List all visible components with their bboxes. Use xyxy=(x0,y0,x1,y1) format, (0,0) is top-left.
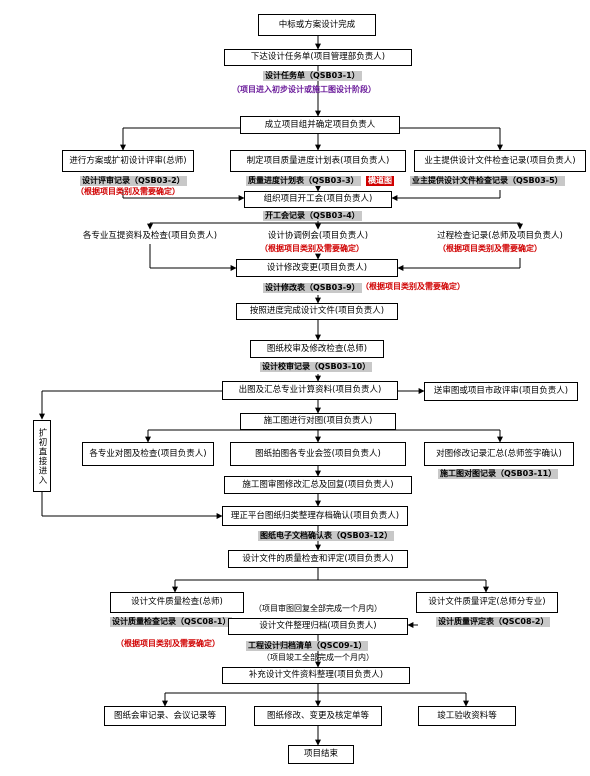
node-quality-rating: 设计文件质量评定(总师分专业) xyxy=(416,592,558,613)
node-review-reply: 施工图审图修改汇总及回复(项目负责人) xyxy=(224,476,412,494)
node-archive-confirm: 理正平台图纸归类整理存档确认(项目负责人) xyxy=(222,506,408,526)
node-bid-complete: 中标或方案设计完成 xyxy=(258,14,376,36)
label-drawing-review-code: 设计校审记录（QSB03-10） xyxy=(260,362,373,372)
node-revision-summary: 对图修改记录汇总(总师签字确认) xyxy=(424,442,574,466)
node-drawing-review: 图纸校审及修改检查(总师) xyxy=(250,340,384,358)
label-change-code: 设计修改表（QSB03-9） xyxy=(263,283,362,293)
label-gantt-chart: 横道图 xyxy=(366,176,394,186)
node-direct-entry: 扩初直接进入 xyxy=(33,420,51,492)
node-project-end: 项目结束 xyxy=(288,745,354,764)
node-quality-schedule: 制定项目质量进度计划表(项目负责人) xyxy=(230,150,406,172)
node-owner-doc-check: 业主提供设计文件检查记录(项目负责人) xyxy=(414,150,586,172)
node-scheme-review: 进行方案或扩初设计评审(总师) xyxy=(62,150,194,172)
node-acceptance-docs: 竣工验收资料等 xyxy=(418,706,516,726)
label-drawing-check-code: 施工图对图记录（QSB03-11） xyxy=(438,469,559,479)
node-setup-project-team: 成立项目组并确定项目负责人 xyxy=(240,116,400,134)
node-design-change: 设计修改变更(项目负责人) xyxy=(236,259,398,277)
node-kickoff-meeting: 组织项目开工会(项目负责人) xyxy=(244,191,392,208)
node-design-archive: 设计文件整理归档(项目负责人) xyxy=(228,618,408,635)
node-quality-inspection: 设计文件质量检查(总师) xyxy=(110,592,244,613)
label-archive-list-code: 工程设计归档清单（QSC09-1） xyxy=(246,641,369,651)
label-review-reply-deadline: （项目审图回复全部完成一个月内） xyxy=(254,604,382,613)
label-change-note: （根据项目类别及需要确定） xyxy=(361,282,465,291)
node-complete-design-docs: 按照进度完成设计文件(项目负责人) xyxy=(236,303,398,320)
node-discipline-exchange: 各专业互提资料及检查(项目负责人) xyxy=(82,231,218,242)
node-discipline-check: 各专业对图及检查(项目负责人) xyxy=(82,442,214,466)
label-review-record-code: 设计评审记录（QSB03-2） xyxy=(80,176,187,186)
node-municipal-review: 送审图或项目市政评审(项目负责人) xyxy=(424,382,578,401)
node-change-orders: 图纸修改、变更及核定单等 xyxy=(254,706,382,726)
node-quality-evaluation: 设计文件的质量检查和评定(项目负责人) xyxy=(228,550,408,568)
label-design-task-code: 设计任务单（QSB03-1） xyxy=(263,71,362,81)
node-meeting-records: 图纸会审记录、会议记录等 xyxy=(104,706,226,726)
label-review-note: （根据项目类别及需要确定） xyxy=(76,187,180,196)
node-process-check: 过程检查记录(总师及项目负责人) xyxy=(437,231,563,242)
label-process-note: （根据项目类别及需要确定） xyxy=(438,244,542,253)
label-schedule-code: 质量进度计划表（QSB03-3） xyxy=(246,176,361,186)
node-issue-drawings: 出图及汇总专业计算资料(项目负责人) xyxy=(222,381,398,400)
label-quality-note: （根据项目类别及需要确定） xyxy=(116,639,220,648)
label-archive-code: 图纸电子文档确认表（QSB03-12） xyxy=(258,531,395,541)
label-design-phase-note: （项目进入初步设计或施工图设计阶段） xyxy=(232,85,376,94)
node-drawing-check: 施工图进行对图(项目负责人) xyxy=(240,413,396,430)
label-quality-rating-code: 设计质量评定表（QSC08-2） xyxy=(436,617,551,627)
node-coordination-meeting: 设计协调例会(项目负责人) xyxy=(267,231,369,242)
label-kickoff-code: 开工会记录（QSB03-4） xyxy=(263,211,362,221)
label-quality-check-code: 设计质量检查记录（QSC08-1） xyxy=(110,617,233,627)
node-countersign: 图纸拍图各专业会签(项目负责人) xyxy=(230,442,406,466)
node-issue-design-task: 下达设计任务单(项目管理部负责人) xyxy=(224,49,412,66)
label-owner-check-code: 业主提供设计文件检查记录（QSB03-5） xyxy=(410,176,565,186)
label-completion-deadline: （项目竣工全部完成一个月内） xyxy=(262,653,374,662)
label-coordination-note: （根据项目类别及需要确定） xyxy=(260,244,364,253)
node-supplementary-docs: 补充设计文件资料整理(项目负责人) xyxy=(222,667,410,684)
